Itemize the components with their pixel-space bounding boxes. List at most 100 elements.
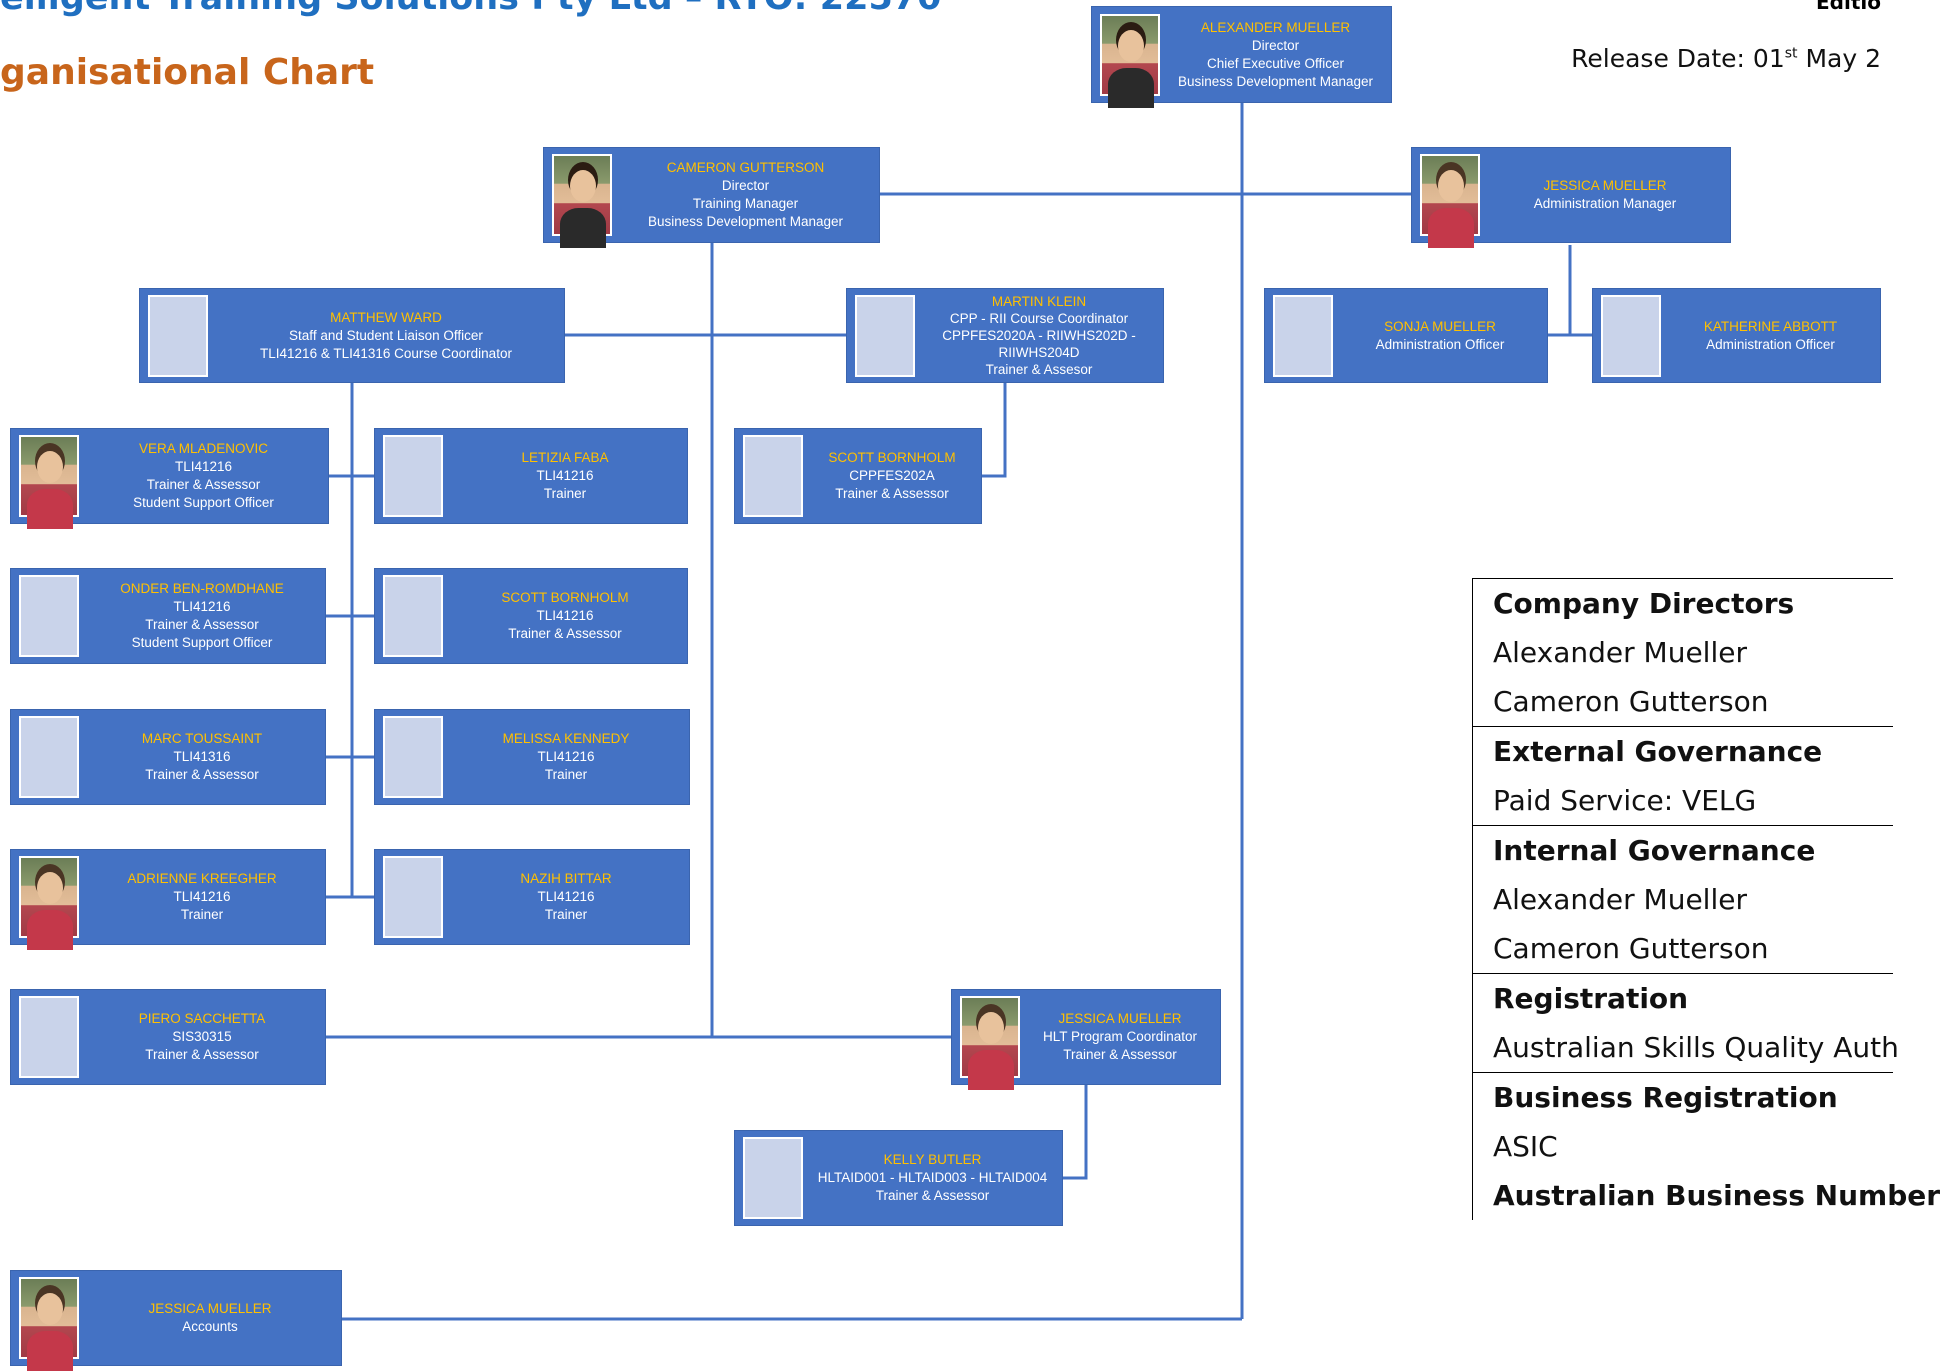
node-name: JESSICA MUELLER <box>1058 1011 1182 1026</box>
node-name: LETIZIA FABA <box>521 450 609 465</box>
node-role: HLT Program Coordinator <box>1042 1029 1198 1044</box>
node-text: SCOTT BORNHOLM TLI41216 Trainer & Assess… <box>443 589 687 643</box>
photo-placeholder <box>19 575 79 657</box>
node-cameron-gutterson: CAMERON GUTTERSON Director Training Mana… <box>543 147 880 248</box>
node-role: TLI41216 <box>174 459 233 474</box>
node-matthew-ward: MATTHEW WARD Staff and Student Liaison O… <box>139 288 565 383</box>
node-role: Trainer & Assessor <box>835 486 949 501</box>
node-role: TLI41216 <box>536 468 594 483</box>
gov-heading: Company Directors <box>1493 587 1795 620</box>
chart-title: ganisational Chart <box>0 52 375 93</box>
node-alexander-mueller: ALEXANDER MUELLER Director Chief Executi… <box>1091 6 1392 108</box>
node-role: Trainer & Assessor <box>508 626 622 641</box>
node-role: Trainer <box>543 486 587 501</box>
photo-placeholder <box>743 1137 803 1219</box>
node-name: PIERO SACCHETTA <box>138 1011 266 1026</box>
photo-placeholder <box>148 294 208 377</box>
node-text: JESSICA MUELLER Administration Manager <box>1480 177 1730 213</box>
photo-adrienne-kreegher <box>19 856 79 950</box>
gov-value: Paid Service: VELG <box>1493 784 1757 817</box>
node-role: Chief Executive Officer <box>1206 55 1345 71</box>
node-role: Trainer & Assessor <box>1063 1047 1177 1062</box>
photo-placeholder <box>1273 294 1333 377</box>
node-text: KELLY BUTLER HLTAID001 - HLTAID003 - HLT… <box>803 1151 1062 1205</box>
node-piero-sacchetta: PIERO SACCHETTA SIS30315 Trainer & Asses… <box>10 989 326 1085</box>
node-role: CPPFES2020A - RIIWHS202D - <box>942 328 1136 343</box>
node-role: Director <box>721 178 770 193</box>
node-text: SONJA MUELLER Administration Officer <box>1333 318 1547 354</box>
node-name: ONDER BEN-ROMDHANE <box>120 581 284 596</box>
node-role: CPP - RII Course Coordinator <box>949 311 1129 326</box>
gov-heading: Registration <box>1493 982 1689 1015</box>
node-role: TLI41216 <box>537 889 595 904</box>
node-role: TLI41216 <box>173 889 231 904</box>
photo-alexander-mueller <box>1100 13 1160 108</box>
node-name: ADRIENNE KREEGHER <box>127 871 277 886</box>
node-name: MARC TOUSSAINT <box>141 731 263 746</box>
gov-heading: Australian Business Number <box>1493 1179 1940 1212</box>
node-role: Trainer & Assessor <box>145 1047 259 1062</box>
node-role: SIS30315 <box>172 1029 232 1044</box>
node-role: Trainer <box>544 767 588 782</box>
node-name: MATTHEW WARD <box>330 309 442 325</box>
node-scott-bornholm-tli: SCOTT BORNHOLM TLI41216 Trainer & Assess… <box>374 568 688 664</box>
node-role: TLI41216 <box>173 599 231 614</box>
node-name: KELLY BUTLER <box>883 1152 982 1167</box>
node-text: ADRIENNE KREEGHER TLI41216 Trainer <box>79 870 325 924</box>
node-sonja-mueller: SONJA MUELLER Administration Officer <box>1264 288 1548 383</box>
node-role: Accounts <box>182 1319 238 1334</box>
node-role: Administration Officer <box>1375 336 1505 352</box>
node-vera-mladenovic: VERA MLADENOVIC TLI41216 Trainer & Asses… <box>10 428 329 529</box>
gov-section-external: External Governance Paid Service: VELG <box>1473 726 1893 825</box>
node-role: Director <box>1251 37 1300 53</box>
node-role: Business Development Manager <box>1177 73 1374 89</box>
node-name: CAMERON GUTTERSON <box>666 160 825 175</box>
node-jessica-mueller-admin: JESSICA MUELLER Administration Manager <box>1411 147 1731 248</box>
node-text: CAMERON GUTTERSON Director Training Mana… <box>612 159 879 231</box>
gov-value: Cameron Gutterson <box>1493 685 1769 718</box>
node-text: MARC TOUSSAINT TLI41316 Trainer & Assess… <box>79 730 325 784</box>
node-role: Training Manager <box>692 196 799 211</box>
node-role: Staff and Student Liaison Officer <box>289 327 483 343</box>
node-nazih-bittar: NAZIH BITTAR TLI41216 Trainer <box>374 849 690 945</box>
node-name: SCOTT BORNHOLM <box>828 450 956 465</box>
node-name: JESSICA MUELLER <box>148 1301 272 1316</box>
photo-vera-mladenovic <box>19 435 79 529</box>
node-name: ALEXANDER MUELLER <box>1200 19 1351 35</box>
gov-section-internal: Internal Governance Alexander Mueller Ca… <box>1473 825 1893 973</box>
photo-jessica-mueller <box>1420 154 1480 248</box>
release-date-suffix-sup: st <box>1784 45 1798 62</box>
gov-value: Cameron Gutterson <box>1493 932 1769 965</box>
node-role: TLI41216 <box>536 608 594 623</box>
node-scott-bornholm-cpp: SCOTT BORNHOLM CPPFES202A Trainer & Asse… <box>734 428 982 524</box>
node-text: JESSICA MUELLER HLT Program Coordinator … <box>1020 1010 1220 1064</box>
node-role: Student Support Officer <box>131 635 273 650</box>
node-text: KATHERINE ABBOTT Administration Officer <box>1661 318 1880 354</box>
release-date: Release Date: 01st May 2 <box>1571 44 1881 73</box>
node-kelly-butler: KELLY BUTLER HLTAID001 - HLTAID003 - HLT… <box>734 1130 1063 1226</box>
node-text: ONDER BEN-ROMDHANE TLI41216 Trainer & As… <box>79 580 325 652</box>
photo-placeholder <box>383 856 443 938</box>
node-role: Business Development Manager <box>647 214 844 229</box>
node-role: Student Support Officer <box>133 495 274 510</box>
photo-placeholder <box>1601 294 1661 377</box>
gov-heading: Internal Governance <box>1493 834 1816 867</box>
node-name: VERA MLADENOVIC <box>138 441 269 456</box>
gov-value: Alexander Mueller <box>1493 883 1747 916</box>
node-text: MATTHEW WARD Staff and Student Liaison O… <box>208 309 564 363</box>
node-role: TLI41216 <box>537 749 595 764</box>
node-text: MARTIN KLEIN CPP - RII Course Coordinato… <box>915 293 1163 378</box>
node-role: TLI41316 <box>173 749 231 764</box>
node-name: MELISSA KENNEDY <box>502 731 630 746</box>
node-name: NAZIH BITTAR <box>520 871 612 886</box>
node-role: Trainer & Assessor <box>145 767 259 782</box>
node-text: NAZIH BITTAR TLI41216 Trainer <box>443 870 689 924</box>
gov-heading: External Governance <box>1493 735 1823 768</box>
gov-section-directors: Company Directors Alexander Mueller Came… <box>1473 578 1893 726</box>
node-text: LETIZIA FABA TLI41216 Trainer <box>443 449 687 503</box>
node-text: PIERO SACCHETTA SIS30315 Trainer & Asses… <box>79 1010 325 1064</box>
node-role: Trainer & Assessor <box>146 477 261 492</box>
node-onder-ben-romdhane: ONDER BEN-ROMDHANE TLI41216 Trainer & As… <box>10 568 326 664</box>
edition-label: Editio <box>1816 0 1881 14</box>
photo-jessica-mueller <box>19 1277 79 1371</box>
